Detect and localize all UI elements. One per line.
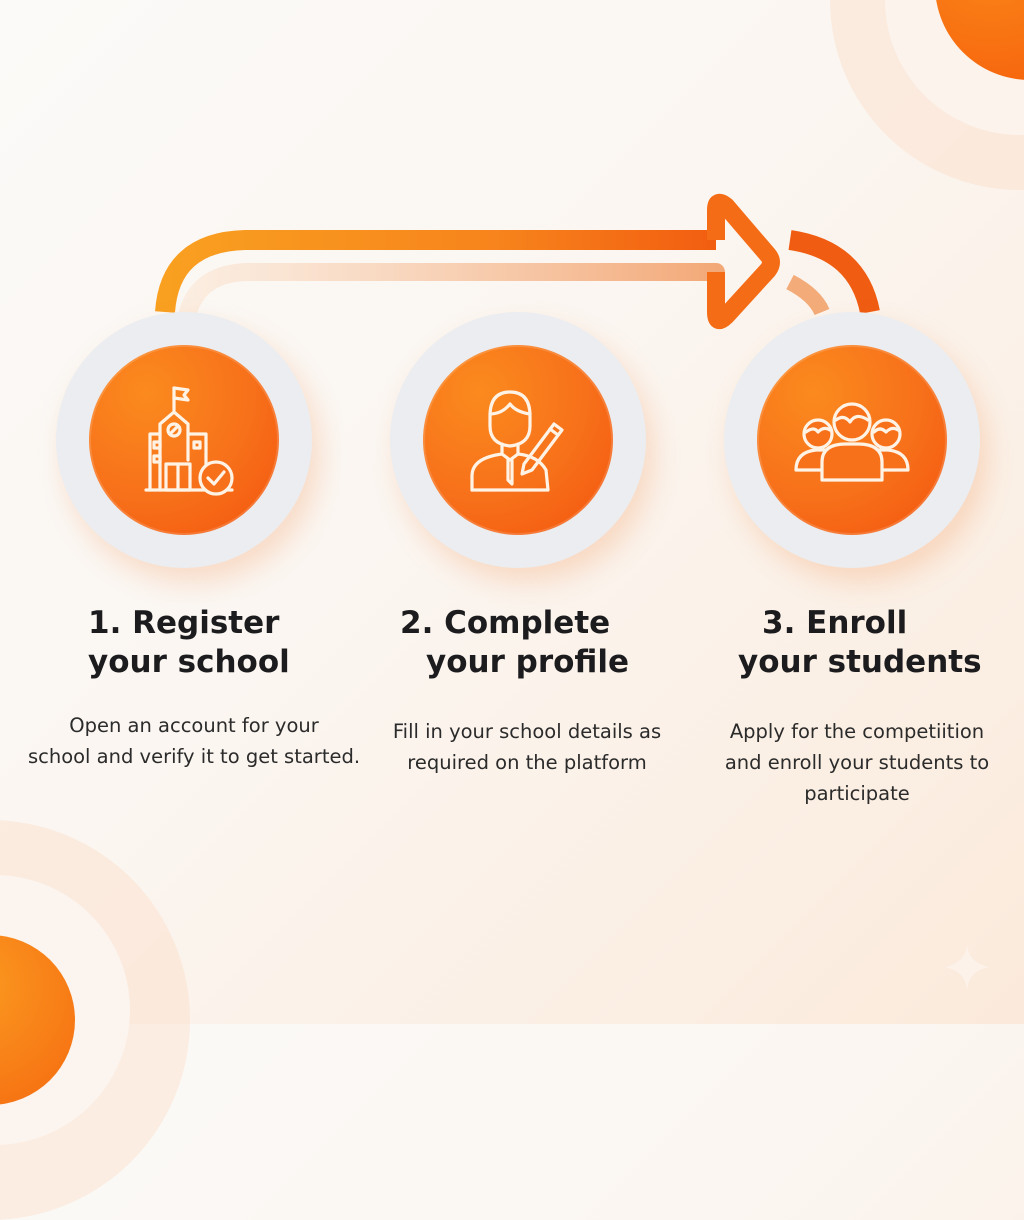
step-3-title-line2: your students bbox=[738, 644, 982, 680]
step-2-description-line1: Fill in your school details as bbox=[392, 720, 662, 743]
step-3-icon-badge bbox=[757, 345, 947, 535]
step-1-description-line1: Open an account for your bbox=[69, 714, 319, 737]
step-1-circle bbox=[56, 312, 312, 568]
step-1-description-line2: school and verify it to get started. bbox=[27, 745, 361, 768]
step-2-circle bbox=[390, 312, 646, 568]
step-1-title-line2: your school bbox=[88, 644, 290, 680]
step-1-title: 1. Register your school bbox=[88, 604, 290, 682]
student-group-icon bbox=[794, 402, 910, 482]
step-1-description: Open an account for your school and veri… bbox=[26, 710, 362, 772]
step-3-description-line3: participate bbox=[804, 782, 910, 805]
step-3-circle bbox=[724, 312, 980, 568]
school-building-check-icon bbox=[144, 386, 234, 496]
step-2-title-line2: your profile bbox=[426, 644, 630, 680]
step-2-title: 2. Complete your profile bbox=[400, 604, 629, 682]
step-3-title: 3. Enroll your students bbox=[738, 604, 982, 682]
step-1-title-line1: 1. Register bbox=[88, 605, 280, 641]
step-2-description-line2: required on the platform bbox=[407, 751, 647, 774]
step-1-icon-badge bbox=[89, 345, 279, 535]
step-3-description-line2: and enroll your students to bbox=[724, 751, 990, 774]
step-2-icon-badge bbox=[423, 345, 613, 535]
step-2-title-line1: 2. Complete bbox=[400, 605, 611, 641]
step-3-title-line1: 3. Enroll bbox=[762, 605, 908, 641]
sparkle-icon bbox=[945, 945, 989, 989]
user-edit-pencil-icon bbox=[470, 390, 564, 492]
right-arrow-icon bbox=[155, 193, 880, 330]
step-3-description: Apply for the competiition and enroll yo… bbox=[710, 716, 1004, 809]
step-3-description-line1: Apply for the competiition bbox=[729, 720, 985, 743]
step-2-description: Fill in your school details as required … bbox=[380, 716, 674, 778]
